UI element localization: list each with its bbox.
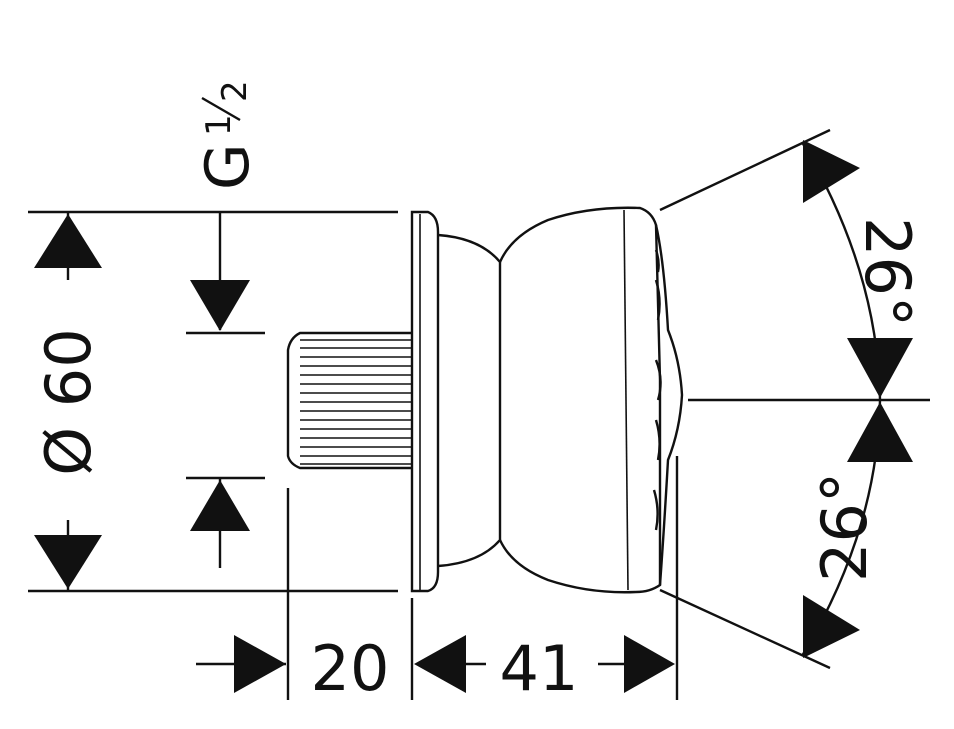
spray-angle-upper-label: 26° xyxy=(851,217,924,327)
length-dimensions: 20 41 xyxy=(196,456,679,705)
arrow-down-icon xyxy=(34,535,102,589)
arrow-right-icon xyxy=(234,635,286,693)
threaded-inlet xyxy=(286,331,412,470)
spray-angle-dimension: 26° 26° xyxy=(659,128,930,670)
thread-dimension: G 1 2 xyxy=(186,80,265,568)
shower-head-body xyxy=(410,206,684,594)
arrow-icon xyxy=(847,402,913,462)
length-body-label: 41 xyxy=(500,632,579,705)
diameter-label: Ø 60 xyxy=(32,328,105,475)
thread-fraction-numerator: 1 xyxy=(199,114,239,136)
arrow-icon xyxy=(803,140,860,203)
arrow-icon xyxy=(803,595,860,658)
diameter-dimension: Ø 60 xyxy=(28,210,398,593)
arrow-up-icon xyxy=(190,480,250,531)
spray-angle-lower-label: 26° xyxy=(808,472,881,582)
arrow-up-icon xyxy=(34,214,102,268)
thread-fraction-denominator: 2 xyxy=(215,80,255,102)
length-inlet-label: 20 xyxy=(311,632,390,705)
arrow-icon xyxy=(847,338,913,398)
arrow-down-icon xyxy=(190,280,250,331)
thread-label: G xyxy=(193,144,263,191)
arrow-left-icon xyxy=(414,635,466,693)
arrow-right-icon xyxy=(624,635,675,693)
